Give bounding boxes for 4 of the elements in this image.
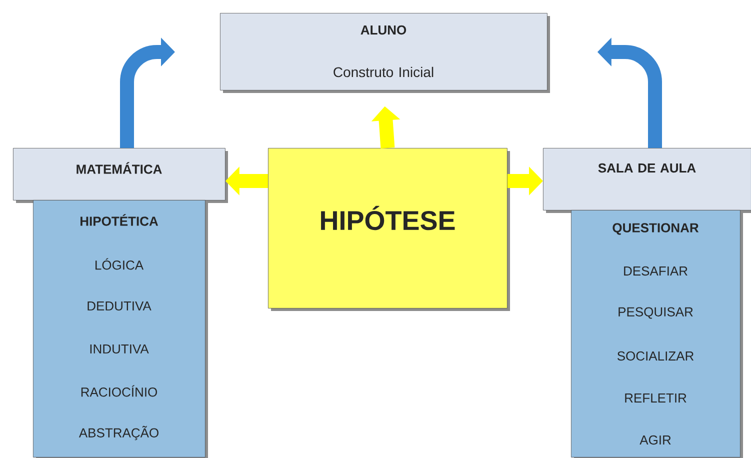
hypothesis-box: HIPÓTESE (268, 148, 510, 311)
header-box: SALA DE AULA (543, 148, 751, 213)
title-box: ALUNO Construto Inicial (220, 13, 550, 93)
header-box: MATEMÁTICA (13, 148, 228, 203)
